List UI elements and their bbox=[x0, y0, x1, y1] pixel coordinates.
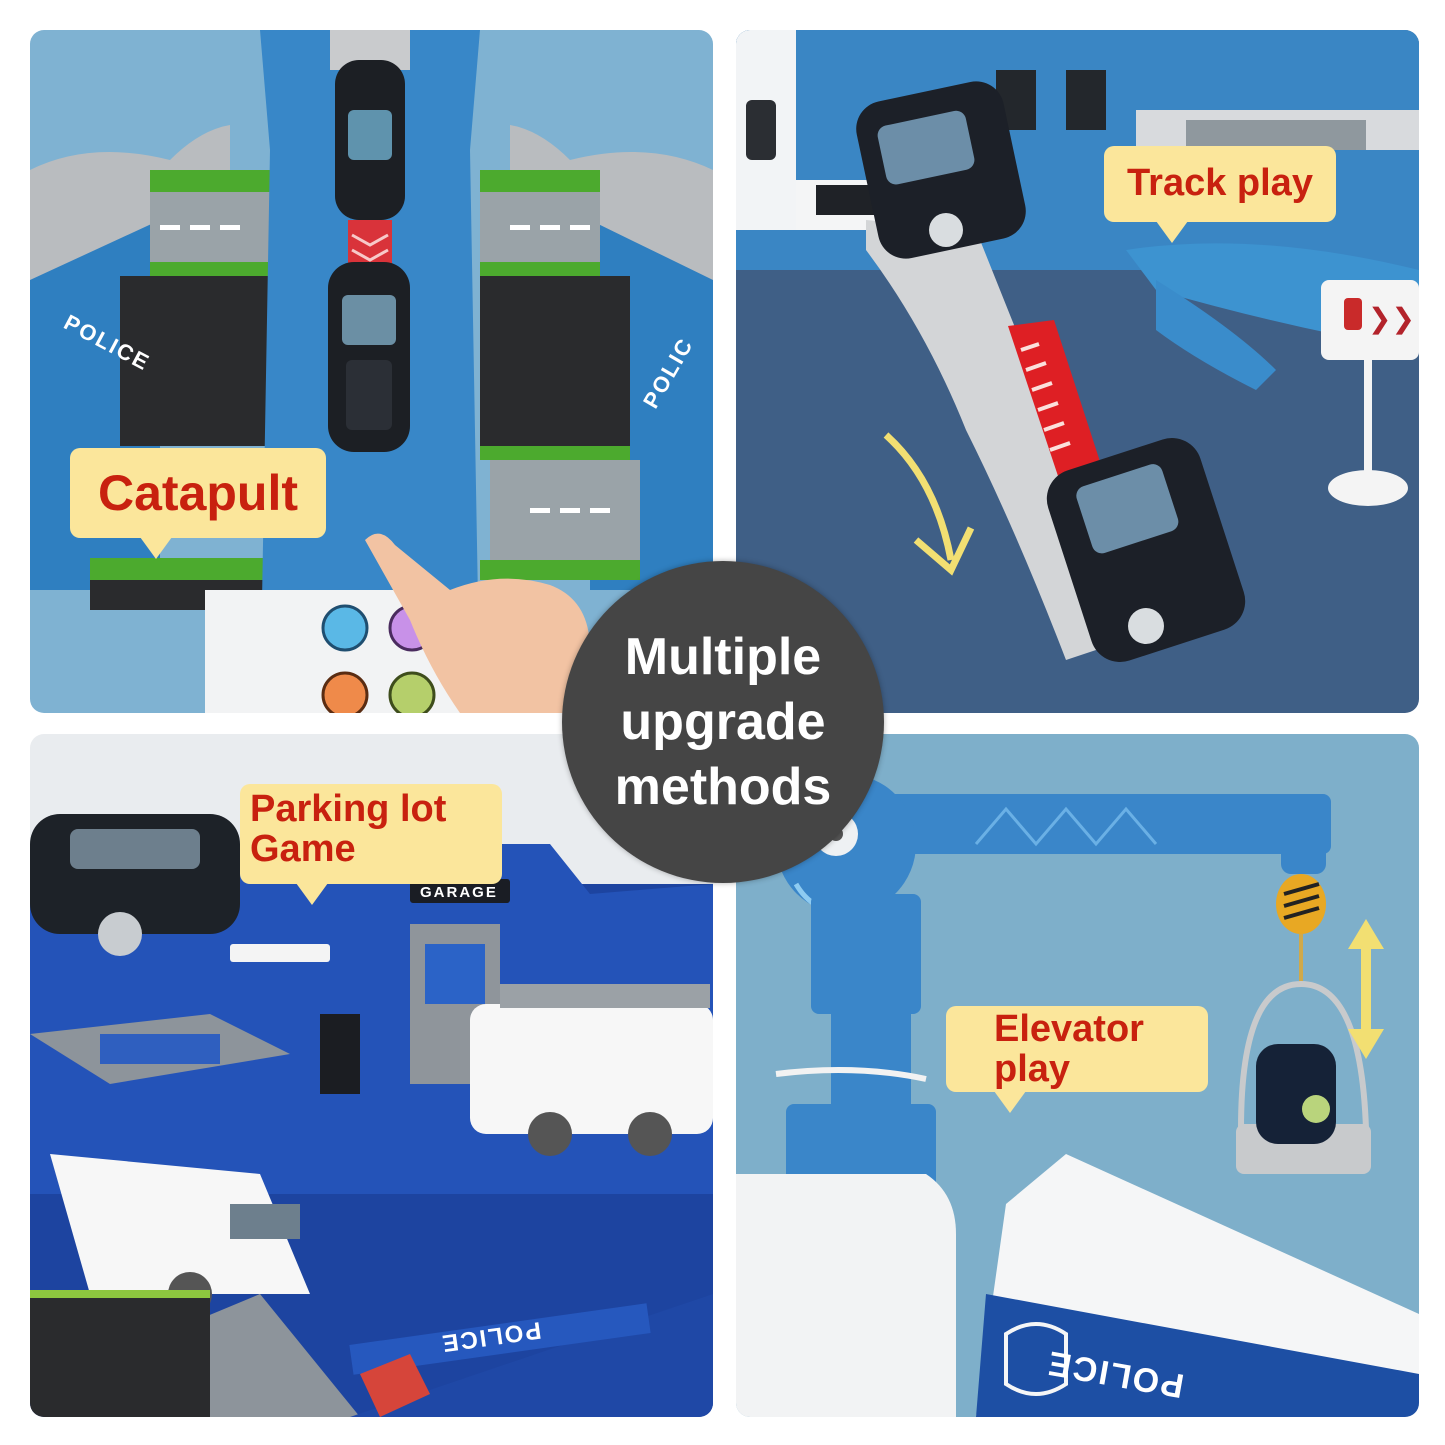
track-play-label: Track play bbox=[1127, 162, 1313, 205]
elevator-play-panel: POLICE Elevator play bbox=[736, 734, 1419, 1417]
badge-line-2: upgrade bbox=[620, 692, 826, 751]
catapult-panel: POLICE POLIC Catapult bbox=[30, 30, 713, 713]
catapult-scene-illustration bbox=[30, 30, 713, 713]
callout-tail bbox=[994, 1091, 1026, 1113]
elevator-play-callout: Elevator play bbox=[946, 1006, 1208, 1113]
track-play-panel: ❯❯ Track play bbox=[736, 30, 1419, 713]
callout-tail bbox=[296, 883, 328, 905]
elevator-label-line1: Elevator bbox=[994, 1008, 1144, 1050]
badge-line-1: Multiple bbox=[624, 627, 822, 686]
callout-tail bbox=[140, 537, 172, 559]
parking-lot-label-line1: Parking lot bbox=[250, 788, 447, 830]
track-play-scene-illustration: ❯❯ bbox=[736, 30, 1419, 663]
multiple-upgrade-methods-badge: Multiple upgrade methods bbox=[562, 561, 884, 883]
catapult-callout: Catapult bbox=[70, 448, 326, 559]
catapult-label: Catapult bbox=[98, 464, 298, 521]
parking-lot-label-line2: Game bbox=[250, 827, 356, 870]
parking-lot-scene-illustration bbox=[30, 814, 713, 1417]
svg-text:❯❯: ❯❯ bbox=[1368, 302, 1415, 335]
parking-lot-callout: Parking lot Game bbox=[240, 784, 502, 905]
badge-line-3: methods bbox=[614, 757, 832, 816]
garage-toy-text: GARAGE bbox=[420, 884, 498, 901]
parking-lot-game-panel: GARAGE POLICE Parking lot Game bbox=[30, 734, 713, 1417]
track-play-callout: Track play bbox=[1104, 146, 1336, 243]
elevator-label-line2: play bbox=[994, 1047, 1071, 1090]
callout-tail bbox=[1156, 221, 1188, 243]
